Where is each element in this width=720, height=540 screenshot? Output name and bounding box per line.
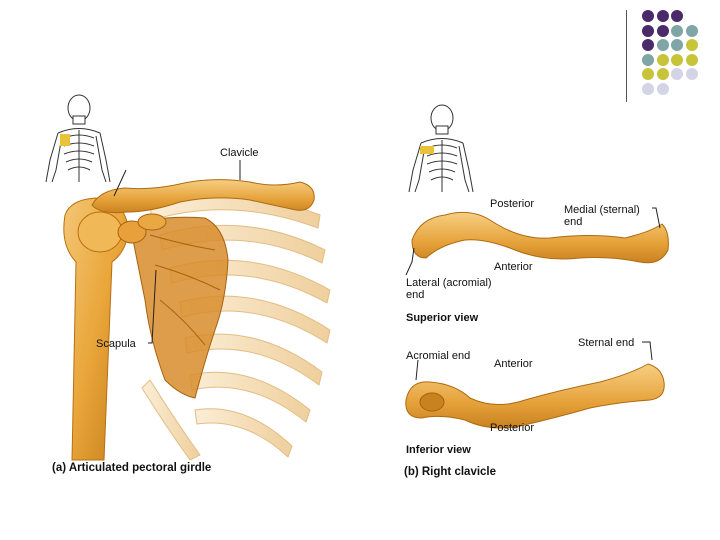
label-posterior-top: Posterior	[490, 198, 534, 210]
label-inferior-view: Inferior view	[406, 444, 471, 456]
caption-a: (a) Articulated pectoral girdle	[52, 462, 211, 474]
label-lateral-end: Lateral (acromial) end	[406, 277, 492, 301]
caption-b: (b) Right clavicle	[404, 466, 496, 478]
humeral-head	[78, 212, 122, 252]
pectoral-girdle-illustration	[64, 180, 330, 460]
label-medial-end: Medial (sternal) end	[564, 204, 640, 228]
skeleton-thumbnail-b	[409, 105, 473, 192]
label-clavicle: Clavicle	[220, 147, 259, 159]
label-anterior-bottom: Anterior	[494, 358, 533, 370]
label-superior-view: Superior view	[406, 312, 478, 324]
label-sternal-end: Sternal end	[578, 337, 634, 349]
scapula-bone	[130, 217, 228, 398]
skeleton-thumbnail-a	[46, 95, 110, 182]
clavicle-inferior-view	[406, 364, 664, 428]
label-anterior-top: Anterior	[494, 261, 533, 273]
label-acromial-end: Acromial end	[406, 350, 470, 362]
label-posterior-bottom: Posterior	[490, 422, 534, 434]
label-scapula: Scapula	[96, 338, 136, 350]
